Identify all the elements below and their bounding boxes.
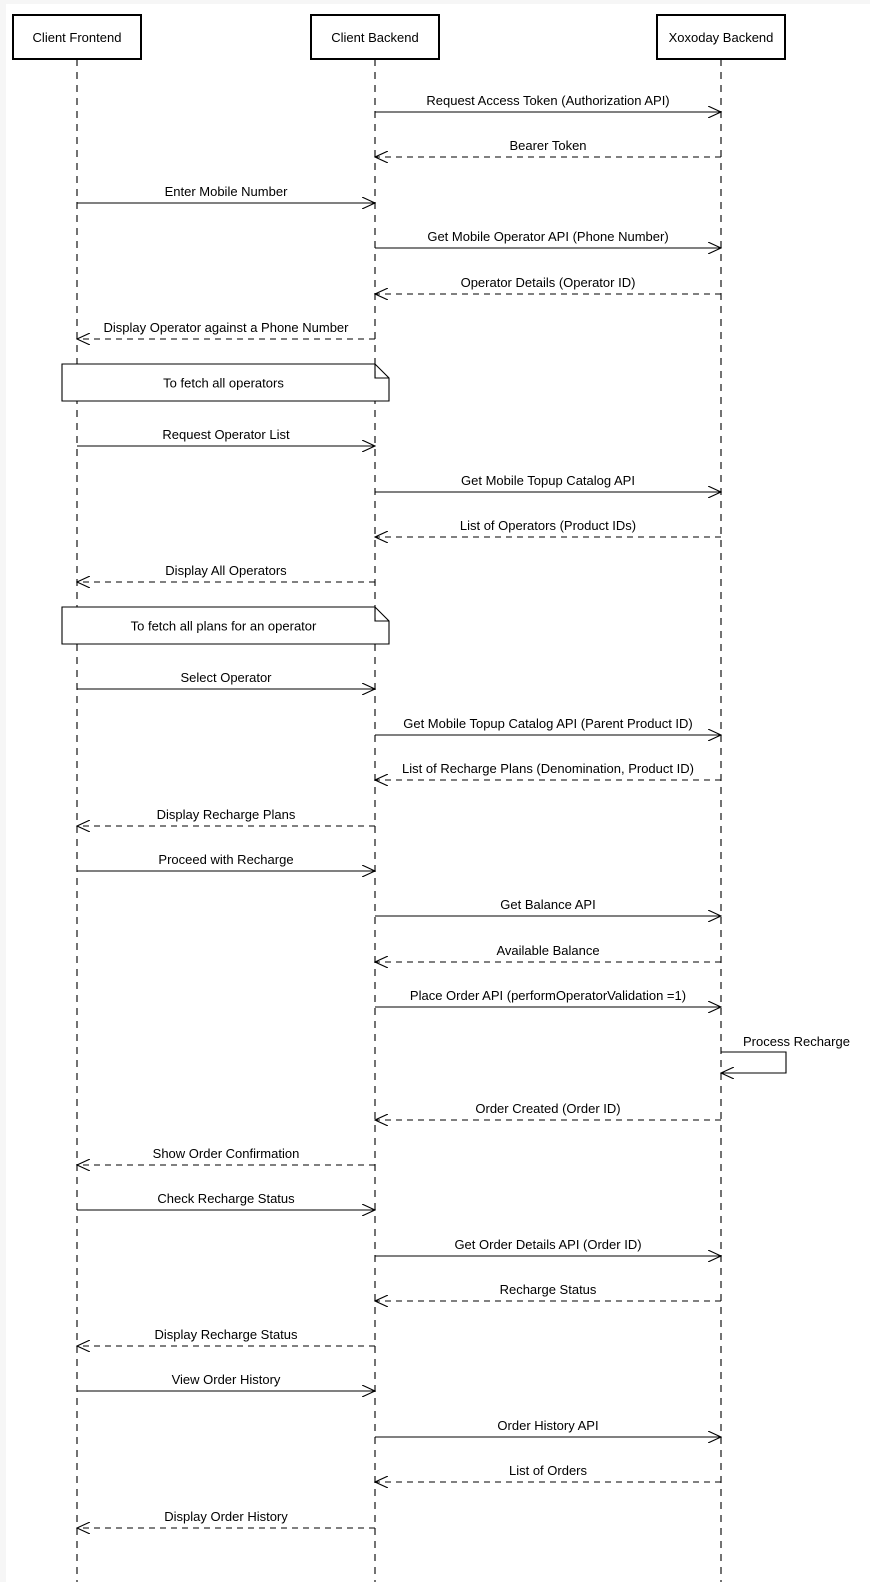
participant-box <box>12 14 142 60</box>
note: To fetch all plans for an operator <box>61 606 390 645</box>
message: Order History API <box>375 1418 721 1437</box>
note-box <box>61 606 390 645</box>
participants: Client Frontend Client Backend Xoxoday Bac… <box>12 14 786 60</box>
self-message-label: Process Recharge <box>743 1034 850 1049</box>
message-label: List of Operators (Product IDs) <box>460 518 636 533</box>
message: Request Access Token (Authorization API) <box>375 93 721 112</box>
message-label: Operator Details (Operator ID) <box>461 275 636 290</box>
message: Display Operator against a Phone Number <box>77 320 375 339</box>
note-label: To fetch all operators <box>163 376 284 391</box>
message-label: Request Access Token (Authorization API) <box>426 93 669 108</box>
message: List of Orders <box>375 1463 721 1482</box>
message-label: Display All Operators <box>165 563 287 578</box>
message-label: Get Balance API <box>500 897 595 912</box>
message: Order Created (Order ID) <box>375 1101 721 1120</box>
message-label: Request Operator List <box>162 427 290 442</box>
message-label: Show Order Confirmation <box>153 1146 300 1161</box>
message-label: Get Mobile Topup Catalog API (Parent Pro… <box>403 716 693 731</box>
note-label: To fetch all plans for an operator <box>131 619 317 634</box>
message: Display Recharge Plans <box>77 807 375 826</box>
message: Get Mobile Topup Catalog API (Parent Pro… <box>375 716 721 735</box>
message: List of Recharge Plans (Denomination, Pr… <box>375 761 721 780</box>
message: Show Order Confirmation <box>77 1146 375 1165</box>
message-label: Display Recharge Plans <box>157 807 296 822</box>
participant-xoxoday: Xoxoday Backend <box>656 14 786 60</box>
message-label: Order History API <box>497 1418 598 1433</box>
message-label: Display Recharge Status <box>154 1327 298 1342</box>
message: List of Operators (Product IDs) <box>375 518 721 537</box>
message: Get Mobile Operator API (Phone Number) <box>375 229 721 248</box>
participant-backend: Client Backend <box>310 14 440 60</box>
message-label: Recharge Status <box>500 1282 597 1297</box>
message-label: Get Mobile Operator API (Phone Number) <box>427 229 668 244</box>
message: Place Order API (performOperatorValidati… <box>375 988 721 1007</box>
message: Available Balance <box>375 943 721 962</box>
message-label: Get Mobile Topup Catalog API <box>461 473 635 488</box>
participant-frontend: Client Frontend <box>12 14 142 60</box>
participant-label: Xoxoday Backend <box>669 30 774 45</box>
self-message: Process Recharge <box>721 1034 850 1073</box>
diagram-canvas: Client Frontend Client Backend Xoxoday Bac… <box>6 4 870 1582</box>
message-label: Bearer Token <box>509 138 586 153</box>
message: Get Mobile Topup Catalog API <box>375 473 721 492</box>
message-label: Order Created (Order ID) <box>475 1101 620 1116</box>
message: Get Order Details API (Order ID) <box>375 1237 721 1256</box>
message: Recharge Status <box>375 1282 721 1301</box>
sequence-diagram-svg: Client Frontend Client Backend Xoxoday Bac… <box>12 14 850 1582</box>
message-label: Enter Mobile Number <box>165 184 288 199</box>
message: Proceed with Recharge <box>77 852 375 871</box>
message: Select Operator <box>77 670 375 689</box>
message: Display Order History <box>77 1509 375 1528</box>
participant-label: Client Backend <box>331 30 418 45</box>
message-label: Proceed with Recharge <box>158 852 293 867</box>
message-label: Get Order Details API (Order ID) <box>454 1237 641 1252</box>
message-label: List of Orders <box>509 1463 588 1478</box>
message-label: Available Balance <box>496 943 599 958</box>
message: Request Operator List <box>77 427 375 446</box>
note: To fetch all operators <box>61 363 390 402</box>
participant-box <box>656 14 786 60</box>
note-box <box>61 363 390 402</box>
participant-label: Client Frontend <box>33 30 122 45</box>
message: Operator Details (Operator ID) <box>375 275 721 294</box>
message: Bearer Token <box>375 138 721 157</box>
message: Display All Operators <box>77 563 375 582</box>
message-label: List of Recharge Plans (Denomination, Pr… <box>402 761 694 776</box>
participant-box <box>310 14 440 60</box>
message: Get Balance API <box>375 897 721 916</box>
message: View Order History <box>77 1372 375 1391</box>
message-label: Check Recharge Status <box>157 1191 295 1206</box>
steps: Request Access Token (Authorization API)… <box>61 93 850 1528</box>
message-label: View Order History <box>172 1372 281 1387</box>
self-message-arrow <box>721 1051 787 1073</box>
message-label: Place Order API (performOperatorValidati… <box>410 988 686 1003</box>
message-label: Display Order History <box>164 1509 288 1524</box>
message-label: Display Operator against a Phone Number <box>104 320 350 335</box>
message: Display Recharge Status <box>77 1327 375 1346</box>
message-label: Select Operator <box>180 670 272 685</box>
lifelines <box>76 59 722 1582</box>
message: Check Recharge Status <box>77 1191 375 1210</box>
message: Enter Mobile Number <box>77 184 375 203</box>
